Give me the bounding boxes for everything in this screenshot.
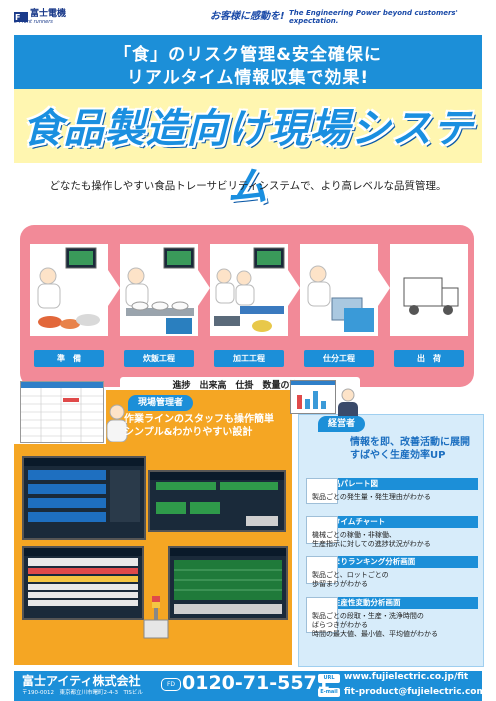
rice-cooking-illustration	[125, 247, 195, 334]
step-card-preparation	[30, 244, 108, 336]
feature-title-yield: 歩留まりランキング分析画面	[312, 556, 478, 568]
field-manager-caption-2: シンプル&わかりやすい設計	[124, 427, 253, 438]
fuji-logo-icon: F	[14, 7, 28, 22]
feature-text-timechart-2: 生産指示に対しての進捗状況がわかる	[312, 540, 431, 548]
terminal-screen-1	[22, 456, 146, 540]
phone-number[interactable]: 0120-71-5571	[182, 672, 330, 694]
feature-title-timechart: 稼働タイムチャート	[312, 516, 478, 528]
productivity-thumbnail	[306, 597, 338, 633]
email-link[interactable]: fit-product@fujielectric.com	[344, 687, 486, 697]
headline-line-2: リアルタイム情報収集で効果!	[126, 68, 370, 88]
feature-text-productivity-2: ばらつきがわかる	[312, 621, 368, 629]
subtitle: どなたも操作しやすい食品トレーサビリティシステムで、より高レベルな品質管理。	[49, 180, 447, 192]
url-tag: URL	[318, 674, 340, 683]
website-link[interactable]: www.fujielectric.co.jp/fit	[344, 672, 469, 682]
sorting-illustration	[307, 265, 374, 332]
company-address: 〒190-0012 東京都立川市曙町2-4-3 TISビル	[22, 690, 143, 696]
feature-text-yield-1: 製品ごと、ロットごとの	[312, 571, 389, 579]
step-label-rice-cooking: 炊飯工程	[124, 350, 194, 367]
svg-text:F: F	[15, 13, 20, 22]
field-manager-tab: 現場管理者	[128, 395, 194, 411]
timechart-thumbnail	[306, 516, 338, 544]
tagline-japanese: お客様に感動を!	[210, 11, 285, 22]
executive-tab: 経営者	[318, 416, 366, 432]
terminal-screen-2	[148, 470, 286, 532]
step-card-processing	[210, 244, 288, 336]
logo-text: 富士電機	[30, 9, 67, 19]
step-card-shipping	[390, 244, 468, 336]
feature-text-pareto-1: 製品ごとの発生量・発生理由がわかる	[312, 493, 431, 501]
headline-banner	[14, 35, 482, 89]
free-dial-icon: FD	[161, 678, 181, 691]
terminal-screen-3	[22, 546, 144, 620]
feature-text-productivity-1: 製品ごとの段取・生産・洗浄時間の	[312, 612, 424, 620]
flow-arrow-icon	[108, 270, 120, 306]
step-label-processing: 加工工程	[214, 350, 284, 367]
feature-text-productivity-3: 時間の最大値、最小値、平均値がわかる	[312, 630, 438, 638]
step-card-sorting	[300, 244, 378, 336]
feature-text-timechart-1: 機械ごとの稼働・非稼働、	[312, 531, 396, 539]
flow-arrow-icon	[288, 270, 300, 306]
processing-illustration	[214, 247, 285, 332]
step-label-sorting: 仕分工程	[304, 350, 374, 367]
main-title: 食品製造向け現場システム	[22, 106, 474, 210]
title-band	[14, 89, 482, 163]
step-card-rice-cooking	[120, 244, 198, 336]
feature-text-yield-2: 歩留まりがわかる	[312, 580, 368, 588]
logo-subtext: e-Front runners	[14, 19, 53, 25]
flow-arrow-icon	[198, 270, 210, 306]
signal-tower-icon	[142, 596, 170, 644]
truck-icon	[403, 277, 459, 315]
footer-bar	[14, 671, 482, 701]
tagline-english: The Engineering Power beyond customers' …	[289, 9, 458, 25]
executive-caption-2: すばやく生産効率UP	[350, 450, 446, 461]
pareto-chart-thumbnail	[306, 478, 338, 504]
feature-title-productivity: 人工生産性変動分析画面	[312, 597, 478, 609]
feature-title-pareto: 不良品パレート図	[312, 478, 478, 490]
preparation-illustration	[37, 247, 100, 329]
executive-caption-1: 情報を即、改善活動に展開	[350, 437, 470, 448]
step-label-preparation: 準 備	[34, 350, 104, 367]
step-label-shipping: 出 荷	[394, 350, 464, 367]
headline-line-1: 「食」のリスク管理&安全確保に	[114, 45, 382, 65]
company-name: 富士アイティ株式会社	[22, 674, 141, 688]
spreadsheet-screenshot	[20, 381, 104, 443]
analysis-screenshot	[290, 380, 336, 414]
terminal-screen-4	[168, 546, 288, 620]
field-manager-caption-1: 作業ラインのスタッフも操作簡単	[124, 414, 274, 425]
email-tag: E-mail	[318, 688, 340, 697]
field-manager-person-icon	[104, 404, 130, 446]
flow-arrow-icon	[378, 270, 390, 306]
yield-ranking-thumbnail	[306, 556, 338, 584]
